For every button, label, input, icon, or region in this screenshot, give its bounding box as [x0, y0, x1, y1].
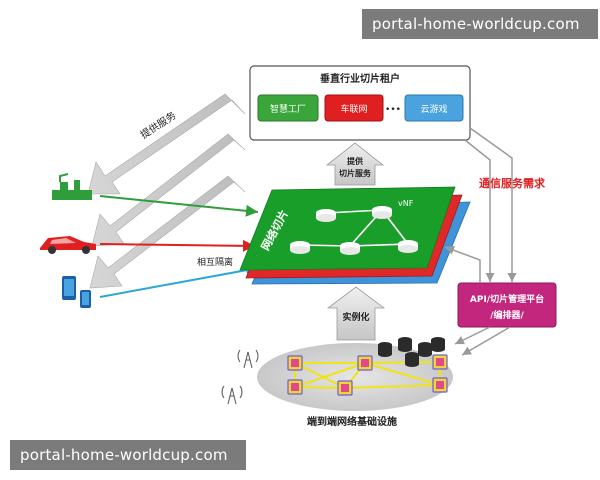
tenant-title: 垂直行业切片租户 [320, 72, 400, 85]
mgmt-platform-box: API/切片管理平台 /编排器/ [457, 282, 557, 328]
vnf-node [316, 209, 336, 222]
tenant-factory-label: 智慧工厂 [270, 103, 306, 115]
provide-slice-arrow: 提供 切片服务 [325, 142, 385, 186]
mgmt-to-infra-arrow-2 [461, 326, 511, 356]
car-icon [40, 236, 96, 254]
tenant-factory [257, 94, 319, 122]
infrastructure [257, 337, 453, 411]
tenant-cloud-gaming-label: 云游戏 [420, 103, 447, 115]
infrastructure-label: 端到端网络基础设施 [307, 415, 397, 428]
instantiate-label: 实例化 [342, 311, 369, 323]
instantiate-arrow: 实例化 [326, 286, 386, 341]
base-station-icon [337, 380, 353, 396]
factory-link [99, 195, 259, 217]
watermark-top: portal-home-worldcup.com [362, 9, 598, 39]
demand-arrow-1 [464, 139, 495, 282]
demand-arrow-2 [469, 127, 517, 282]
base-station-icon [432, 377, 448, 393]
vnf-label: vNF [398, 199, 414, 208]
antenna-icon [237, 349, 259, 369]
watermark-bottom: portal-home-worldcup.com [10, 440, 246, 470]
phone-link [99, 264, 259, 298]
network-slice-stack: 网络切片 vNF [239, 186, 471, 285]
tenant-ellipsis: ••• [385, 105, 401, 115]
tenant-vehicle-label: 车联网 [340, 103, 367, 115]
factory-icon [52, 173, 92, 200]
antenna-icon [221, 385, 243, 405]
mgmt-label-2: /编排器/ [490, 309, 524, 321]
mgmt-to-slice-arrow [444, 245, 481, 283]
base-station-icon [287, 379, 303, 395]
vnf-node [290, 241, 310, 254]
mgmt-to-infra-arrow-1 [454, 326, 491, 345]
mgmt-label-1: API/切片管理平台 [470, 293, 544, 305]
isolation-label: 相互隔离 [197, 256, 233, 268]
base-station-icon [357, 355, 373, 371]
vehicle-link [99, 239, 256, 252]
tenant-box: 垂直行业切片租户 智慧工厂 车联网 ••• 云游戏 [249, 65, 471, 141]
tenant-vehicle [324, 94, 384, 122]
provide-slice-label-2: 切片服务 [339, 168, 372, 178]
base-station-icon [432, 354, 448, 370]
base-station-icon [287, 355, 303, 371]
provide-slice-label-1: 提供 [347, 156, 363, 166]
server-icon [378, 337, 445, 367]
phone-icon [62, 276, 91, 308]
vnf-node [372, 206, 392, 219]
tenant-cloud-gaming [404, 94, 464, 122]
vnf-node [340, 242, 360, 255]
vnf-node [398, 240, 418, 253]
